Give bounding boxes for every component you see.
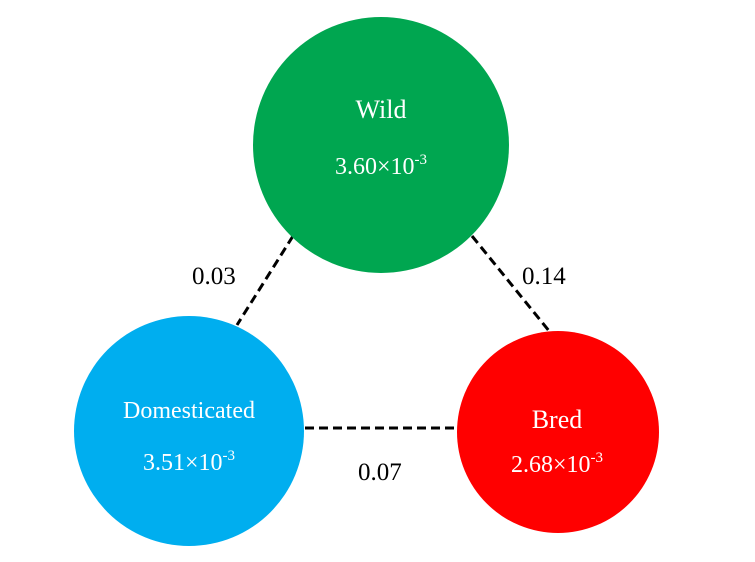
node-domesticated-circle <box>74 316 304 546</box>
edge-label-wild-domesticated: 0.03 <box>192 263 236 290</box>
node-domesticated-value: 3.51×10-3 <box>143 448 235 476</box>
node-bred: Bred 2.68×10-3 <box>457 331 659 533</box>
node-wild-circle <box>253 17 509 273</box>
node-bred-circle <box>457 331 659 533</box>
node-bred-name: Bred <box>532 405 583 434</box>
node-domesticated: Domesticated 3.51×10-3 <box>74 316 304 546</box>
node-bred-value: 2.68×10-3 <box>511 450 603 478</box>
node-wild-name: Wild <box>356 95 407 124</box>
edge-label-wild-bred: 0.14 <box>522 263 566 290</box>
edge-wild-domesticated <box>235 235 295 326</box>
edge-wild-bred <box>470 235 560 343</box>
node-domesticated-name: Domesticated <box>123 398 255 424</box>
edge-label-domesticated-bred: 0.07 <box>358 459 402 486</box>
node-wild: Wild 3.60×10-3 <box>253 17 509 273</box>
node-wild-value: 3.60×10-3 <box>335 152 427 180</box>
